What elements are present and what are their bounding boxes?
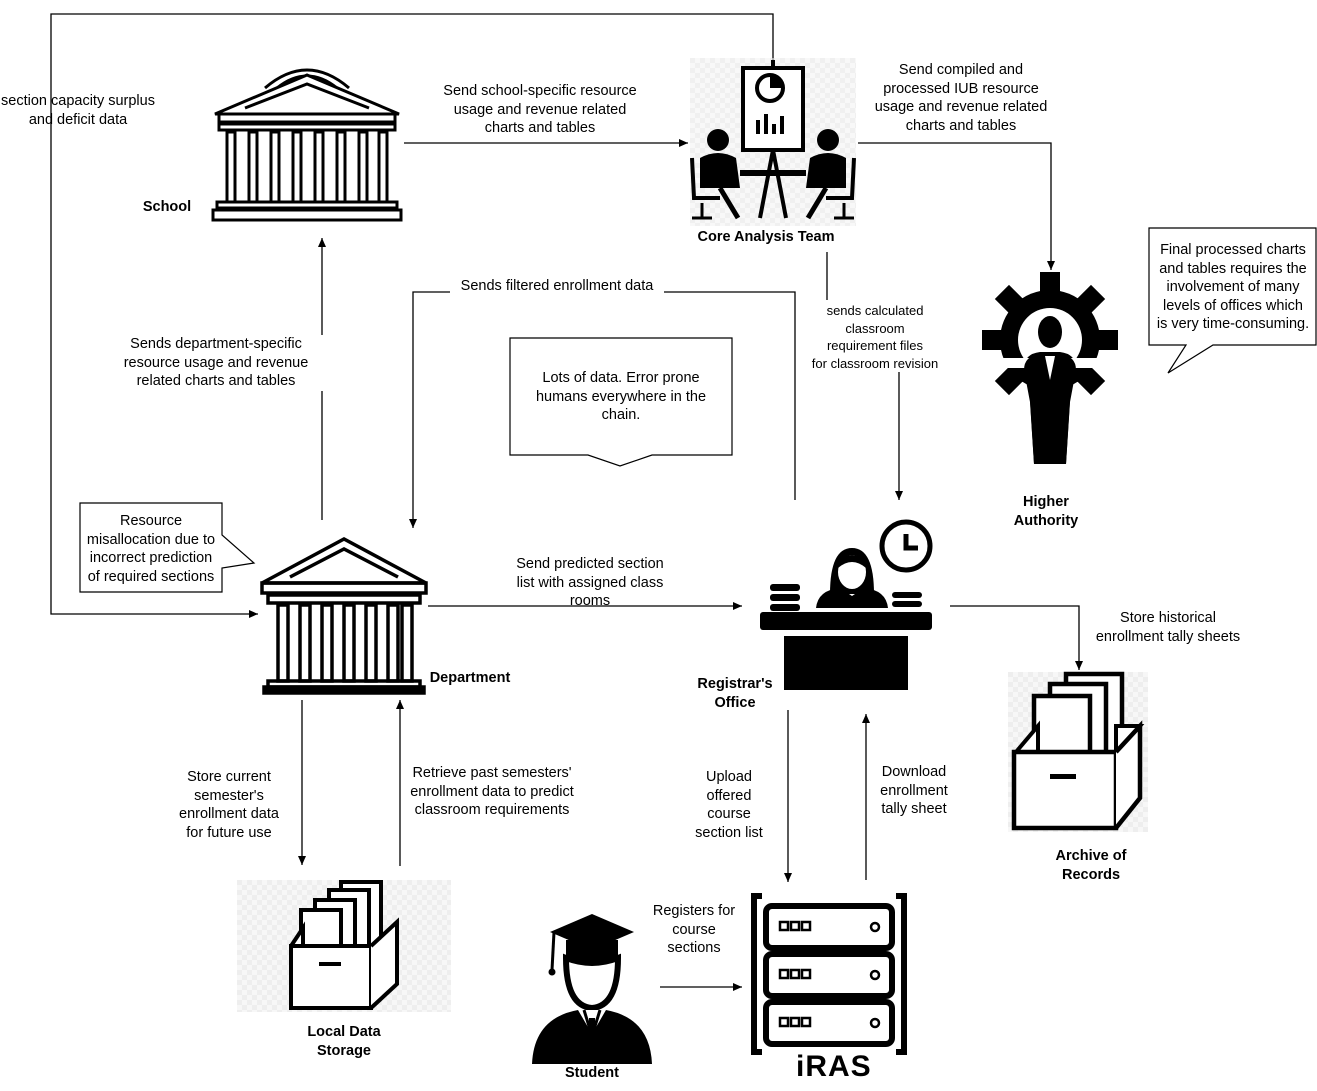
callout-lots-shape <box>509 337 733 467</box>
classroom-files-label: sends calculated classroom requirement f… <box>811 303 939 371</box>
core-to-higher-label: Send compiled and processed IUB resource… <box>874 62 1048 134</box>
registrar-office-label: Registrar's Office <box>697 676 773 711</box>
callout-misalloc-shape <box>79 502 256 593</box>
classroom-files-arrow <box>826 252 899 500</box>
callout-lots-text: Lots of data. Error prone humans everywh… <box>535 370 707 423</box>
local-data-storage-label: Local Data Storage <box>307 1024 381 1059</box>
connectors <box>50 13 1083 991</box>
student-graduate-icon <box>532 914 652 1064</box>
store-historical-label: Store historical enrollment tally sheets <box>1095 610 1241 645</box>
callout-final-shape <box>1148 227 1317 374</box>
callout-final-text: Final processed charts and tables requir… <box>1156 242 1310 332</box>
dept-to-school-label: Sends department-specific resource usage… <box>106 335 326 391</box>
callout-misalloc-text: Resource misallocation due to incorrect … <box>86 513 216 585</box>
meeting-team-icon <box>690 58 856 226</box>
registrar-desk-icon <box>760 519 933 690</box>
department-label: Department <box>429 670 511 686</box>
surplus-arrow <box>50 13 774 618</box>
iras-server-icon <box>751 893 907 1055</box>
core-analysis-team-label: Core Analysis Team <box>697 229 835 245</box>
store-historical-arrow <box>950 605 1083 670</box>
school-building-icon <box>211 68 403 222</box>
storage-box-icon <box>237 880 451 1012</box>
store-current-label: Store current semester's enrollment data… <box>179 769 279 841</box>
school-label: School <box>142 199 192 215</box>
authority-gear-icon <box>982 272 1118 464</box>
filtered-data-label: Sends filtered enrollment data <box>450 277 664 296</box>
school-to-core-label: Send school-specific resource usage and … <box>443 83 637 136</box>
department-building-icon <box>260 537 428 695</box>
predicted-list-label: Send predicted section list with assigne… <box>516 556 664 609</box>
higher-authority-label: Higher Authority <box>1013 494 1079 529</box>
surplus-label: section capacity surplus and deficit dat… <box>1 93 155 128</box>
download-label: Download enrollment tally sheet <box>880 764 948 817</box>
retrieve-label: Retrieve past semesters' enrollment data… <box>410 765 574 818</box>
archive-of-records-label: Archive of Records <box>1055 848 1127 883</box>
iras-label: iRAS <box>796 1050 872 1083</box>
archive-box-icon <box>1008 671 1148 832</box>
registers-label: Registers for course sections <box>652 903 736 956</box>
upload-label: Upload offered course section list <box>695 769 763 841</box>
core-to-higher-arrow <box>858 142 1055 270</box>
student-label: Student <box>565 1065 619 1081</box>
